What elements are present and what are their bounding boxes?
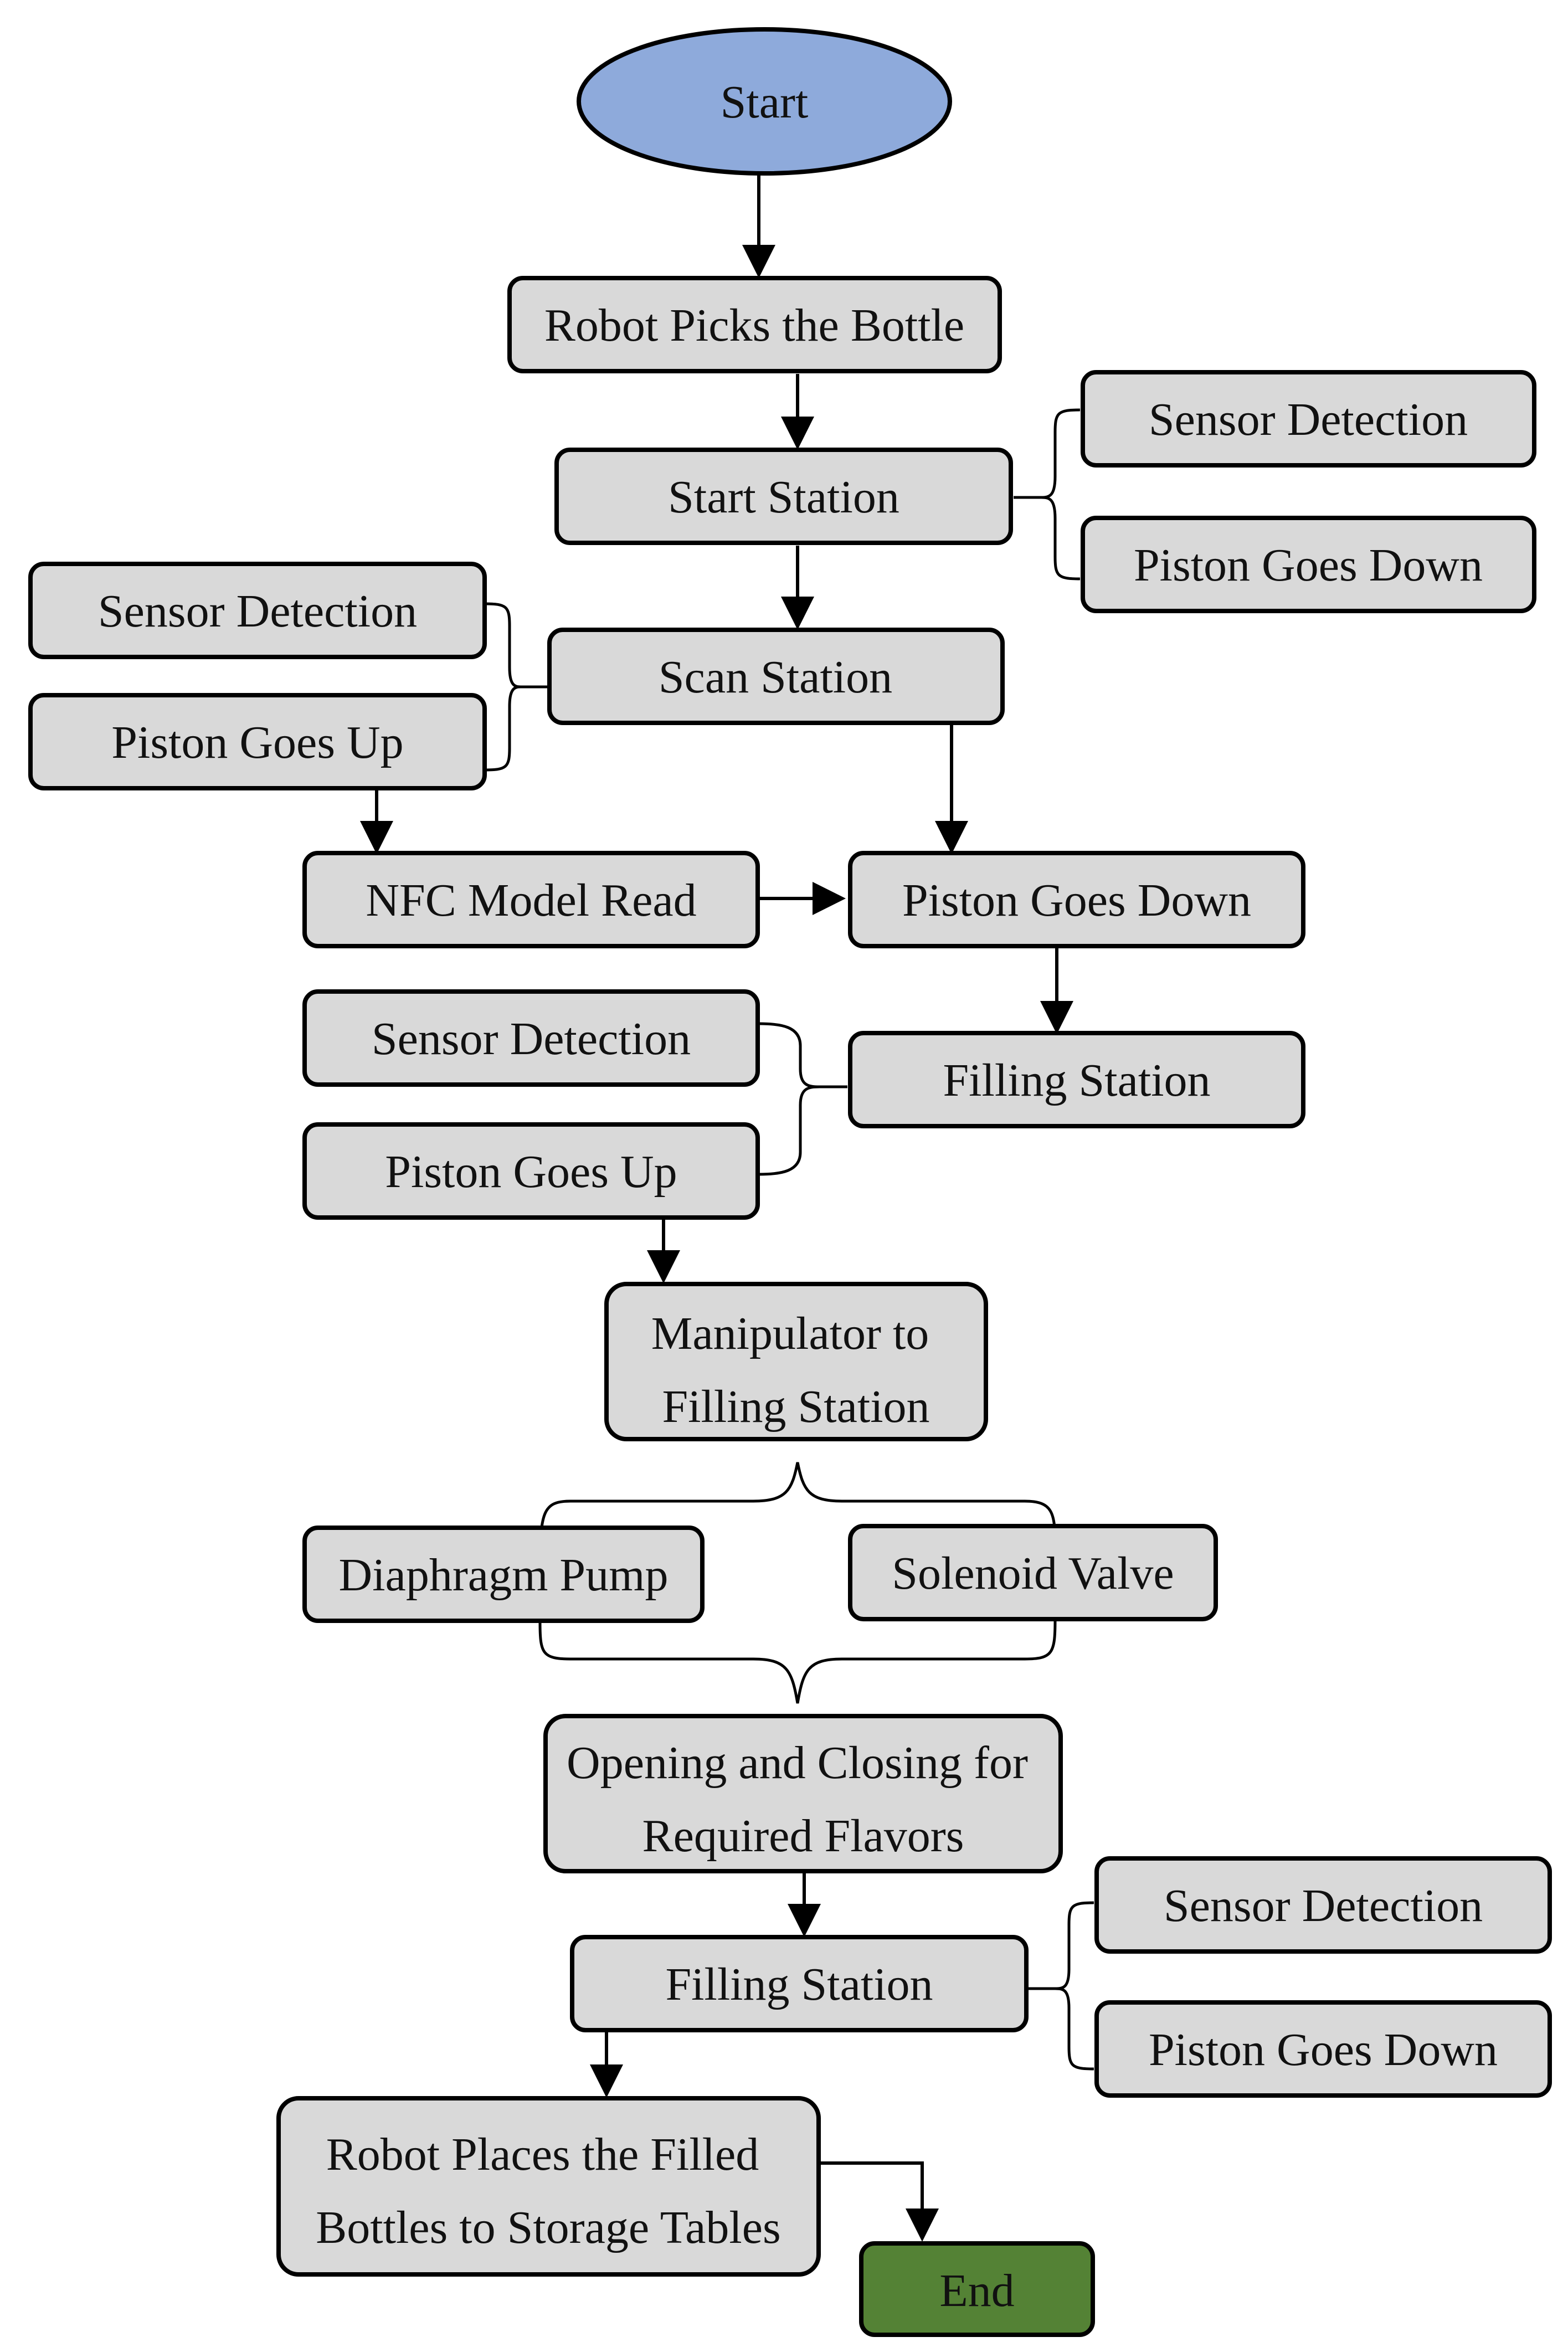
start-station-label: Start Station	[668, 471, 899, 523]
filling-station-1-box	[848, 1031, 1305, 1128]
start-station-sensor-box	[1081, 370, 1536, 468]
edges	[360, 174, 1073, 2242]
start-station-sensor-label: Sensor Detection	[1149, 394, 1468, 445]
start-station-sensor-node: Sensor Detection	[1081, 370, 1536, 468]
end-node: End	[859, 2241, 1095, 2337]
start-node: Start	[577, 27, 952, 176]
robot-places-line-1: Robot Places the Filled	[326, 2129, 759, 2180]
filling2-sensor-node: Sensor Detection	[1094, 1856, 1552, 1954]
opening-line-2: Required Flavors	[642, 1810, 964, 1862]
start-station-node: Start Station	[554, 448, 1013, 545]
start-ellipse	[577, 27, 952, 176]
opening-label: Opening and Closing for Required Flavors	[567, 1737, 1040, 1862]
filling2-piston-node: Piston Goes Down	[1094, 2000, 1552, 2098]
filling1-piston-box	[302, 1122, 760, 1220]
start-station-piston-box	[1081, 516, 1536, 613]
scan-station-bracket	[484, 602, 548, 772]
manipulator-box	[604, 1282, 988, 1441]
filling2-sensor-box	[1094, 1856, 1552, 1954]
filling1-piston-node: Piston Goes Up	[302, 1122, 760, 1220]
diaphragm-pump-node: Diaphragm Pump	[302, 1526, 705, 1623]
piston-down-mid-box	[848, 851, 1305, 948]
filling1-sensor-label: Sensor Detection	[372, 1013, 691, 1065]
robot-places-label: Robot Places the Filled Bottles to Stora…	[316, 2129, 780, 2253]
manipulator-line-1: Manipulator to	[651, 1308, 929, 1359]
scan-piston-label: Piston Goes Up	[111, 717, 403, 768]
solenoid-valve-node: Solenoid Valve	[848, 1524, 1218, 1621]
filling-station-2-bracket	[1027, 1901, 1094, 2071]
scan-station-node: Scan Station	[547, 628, 1005, 725]
scan-sensor-box	[28, 562, 487, 659]
filling2-piston-label: Piston Goes Down	[1149, 2024, 1498, 2076]
manipulator-line-2: Filling Station	[662, 1381, 929, 1432]
filling-station-2-node: Filling Station	[570, 1935, 1029, 2032]
manipulator-label: Manipulator to Filling Station	[651, 1308, 941, 1432]
manipulator-node: Manipulator to Filling Station	[604, 1282, 988, 1441]
start-station-piston-label: Piston Goes Down	[1134, 540, 1483, 591]
scan-station-label: Scan Station	[659, 651, 892, 703]
filling-station-1-node: Filling Station	[848, 1031, 1305, 1128]
diaphragm-pump-box	[302, 1526, 705, 1623]
end-box	[859, 2241, 1095, 2337]
piston-down-mid-node: Piston Goes Down	[848, 851, 1305, 948]
opening-node: Opening and Closing for Required Flavors	[543, 1714, 1063, 1873]
solenoid-valve-box	[848, 1524, 1218, 1621]
opening-line-1: Opening and Closing for	[567, 1737, 1028, 1789]
nfc-read-node: NFC Model Read	[302, 851, 760, 948]
flavors-merge-brace	[538, 1620, 1057, 1704]
robot-picks-label: Robot Picks the Bottle	[544, 300, 964, 351]
scan-station-box	[547, 628, 1005, 725]
robot-picks-box	[507, 276, 1002, 373]
robot-places-line-2: Bottles to Storage Tables	[316, 2202, 780, 2253]
start-station-box	[554, 448, 1013, 545]
start-station-bracket	[1014, 408, 1081, 581]
end-label: End	[939, 2265, 1014, 2317]
braces	[484, 408, 1094, 2071]
piston-down-mid-label: Piston Goes Down	[902, 875, 1251, 926]
manipulator-split-brace	[538, 1462, 1057, 1571]
filling-station-2-box	[570, 1935, 1029, 2032]
solenoid-valve-label: Solenoid Valve	[892, 1548, 1174, 1599]
nfc-read-box	[302, 851, 760, 948]
opening-box	[543, 1714, 1063, 1873]
scan-piston-box	[28, 693, 487, 790]
robot-places-node: Robot Places the Filled Bottles to Stora…	[276, 2096, 821, 2277]
scan-sensor-label: Sensor Detection	[98, 586, 417, 637]
filling1-sensor-node: Sensor Detection	[302, 989, 760, 1087]
edge-robot-places-to-end	[817, 2161, 939, 2242]
nfc-read-label: NFC Model Read	[366, 875, 696, 926]
scan-sensor-node: Sensor Detection	[28, 562, 487, 659]
filling2-sensor-label: Sensor Detection	[1164, 1880, 1483, 1932]
filling-station-2-label: Filling Station	[665, 1959, 933, 2010]
filling-station-1-label: Filling Station	[943, 1055, 1210, 1106]
robot-picks-node: Robot Picks the Bottle	[507, 276, 1002, 373]
filling2-piston-box	[1094, 2000, 1552, 2098]
diaphragm-pump-label: Diaphragm Pump	[339, 1549, 669, 1601]
start-label: Start	[721, 76, 809, 128]
filling1-sensor-box	[302, 989, 760, 1087]
start-station-piston-node: Piston Goes Down	[1081, 516, 1536, 613]
filling1-piston-label: Piston Goes Up	[385, 1146, 677, 1198]
scan-piston-node: Piston Goes Up	[28, 693, 487, 790]
robot-places-box	[276, 2096, 821, 2277]
filling-station-1-bracket	[758, 1022, 847, 1176]
